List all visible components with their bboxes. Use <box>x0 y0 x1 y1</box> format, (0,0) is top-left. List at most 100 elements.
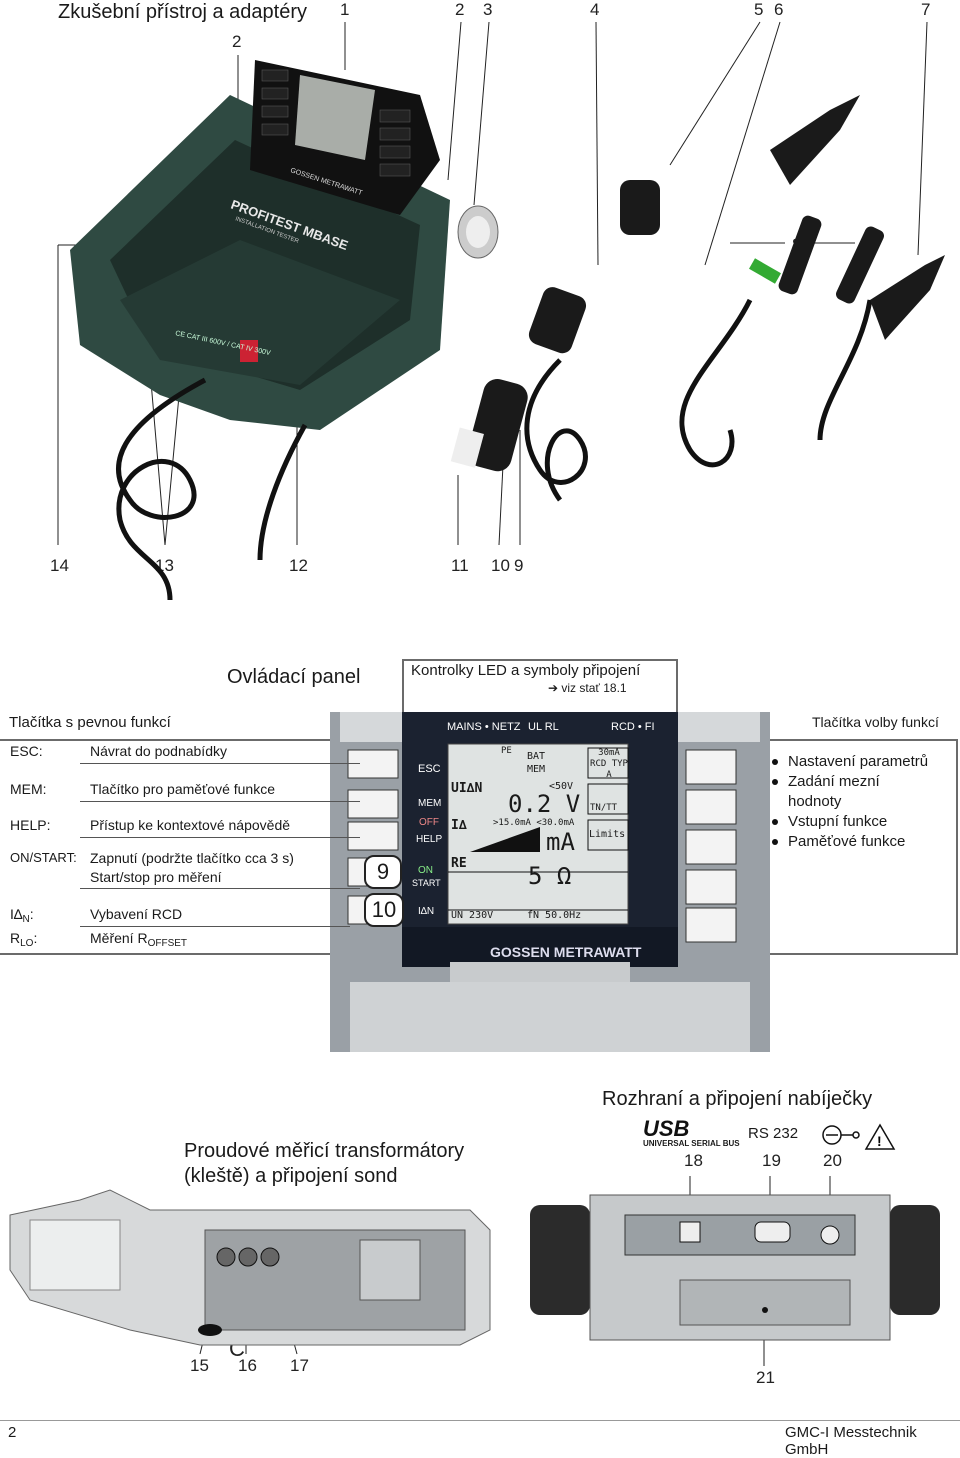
leader-help <box>80 837 360 838</box>
panel-help-label: HELP <box>416 834 443 845</box>
control-panel-heading: Ovládací panel <box>227 666 361 688</box>
legend-rcd-key-sub: N <box>22 914 30 925</box>
callout-17: 17 <box>290 1356 309 1375</box>
callout-6: 6 <box>774 0 784 19</box>
callout-4: 4 <box>590 0 600 19</box>
lcd-tn-tt: TN/TT <box>590 803 618 813</box>
charger-symbol-icon: ! <box>822 1123 896 1150</box>
lcd-bat: BAT <box>527 751 546 762</box>
legend-esc-key: ESC: <box>10 743 43 759</box>
usb-logo: USB <box>643 1116 690 1141</box>
lcd-ui-n: UI∆N <box>451 781 483 796</box>
lcd-i-delta: I∆ <box>451 818 467 833</box>
badge-9-text: 9 <box>376 859 390 884</box>
badge-10-text: 10 <box>371 897 397 922</box>
legend-rcd-key: I∆N: <box>10 906 34 925</box>
legend-mem-desc: Tlačítko pro paměťové funkce <box>90 781 276 797</box>
fixed-keys-heading: Tlačítka s pevnou funkcí <box>9 714 171 731</box>
callout-18: 18 <box>684 1151 703 1170</box>
function-keys-heading: Tlačítka volby funkcí <box>812 714 939 730</box>
callout-2b: 2 <box>232 32 242 51</box>
lcd-lt50v: <50V <box>549 781 574 792</box>
callout-14: 14 <box>50 556 69 575</box>
panel-off-label: OFF <box>419 817 439 828</box>
control-panel-illustration <box>330 712 770 1052</box>
legend-rlo-desc-main: Měření R <box>90 930 148 946</box>
lcd-volt-value: 0.2 V <box>508 790 581 818</box>
legend-rlo-desc: Měření ROFFSET <box>90 930 187 949</box>
legend-rlo-key-sub: LO <box>20 938 34 949</box>
lcd-range-ma: >15.0mA <30.0mA <box>493 818 575 828</box>
bottom-illustrations <box>9 1176 940 1366</box>
callout-19: 19 <box>762 1151 781 1170</box>
led-box-title: Kontrolky LED a symboly připojení <box>411 662 641 679</box>
callout-21: 21 <box>756 1368 775 1387</box>
callout-15: 15 <box>190 1356 209 1375</box>
function-key-item: Vstupní funkce <box>770 812 950 832</box>
panel-mem-label: MEM <box>418 798 442 809</box>
leader-on-start <box>80 888 360 889</box>
callout-9: 9 <box>514 556 524 575</box>
footer-company: GMC-I Messtechnik GmbH <box>785 1424 917 1458</box>
panel-esc-label: ESC <box>418 763 441 775</box>
leader-esc <box>80 763 360 764</box>
legend-rlo-key-main: R <box>10 930 21 946</box>
interface-title: Rozhraní a připojení nabíječky <box>602 1088 873 1110</box>
callout-11: 11 <box>451 556 469 575</box>
footer-divider <box>0 1420 960 1421</box>
legend-help-key: HELP: <box>10 817 51 833</box>
callout-3: 3 <box>483 0 493 19</box>
clamp-title-line1: Proudové měřicí transformátory <box>184 1140 465 1162</box>
callout-1: 1 <box>340 0 350 19</box>
legend-rlo-key: RLO: <box>10 930 38 949</box>
lcd-un: UN 230V <box>451 910 494 921</box>
legend-rcd-desc: Vybavení RCD <box>90 906 183 922</box>
badge-9: 9 <box>364 855 402 889</box>
lcd-pe: PE <box>501 746 512 756</box>
lcd-ma: mA <box>546 828 575 856</box>
panel-mains-label: MAINS • NETZ <box>447 721 521 733</box>
panel-rcd-fi-label: RCD • FI <box>611 721 655 733</box>
lcd-ohm-value: 5 Ω <box>528 862 572 890</box>
callout-16: 16 <box>238 1356 257 1375</box>
leader-rlo <box>80 926 350 927</box>
tester-illustration: CE CAT III 600V / CAT IV 300V PROFITEST … <box>57 21 945 601</box>
legend-help-desc: Přístup ke kontextové nápovědě <box>90 817 291 833</box>
svg-text:!: ! <box>877 1133 882 1149</box>
clamp-title-line2: (kleště) a připojení sond <box>184 1165 398 1187</box>
callout-12: 12 <box>289 556 308 575</box>
panel-start-label: START <box>412 878 441 888</box>
function-key-item: Paměťové funkce <box>770 832 950 852</box>
legend-on-start-desc2: Start/stop pro měření <box>90 869 222 885</box>
legend-rcd-key-main: I∆ <box>10 906 23 922</box>
legend-on-start-key: ON/START: <box>10 850 77 865</box>
panel-on-label: ON <box>418 865 433 876</box>
callout-2: 2 <box>455 0 465 19</box>
callout-7: 7 <box>921 0 931 19</box>
legend-esc-desc: Návrat do podnabídky <box>90 743 227 759</box>
callout-10: 10 <box>491 556 510 575</box>
badge-10: 10 <box>364 893 404 927</box>
led-box-ref: ➔ viz stať 18.1 <box>548 681 627 695</box>
lcd-fn: fN 50.0Hz <box>527 910 582 921</box>
footer-page-number: 2 <box>8 1424 17 1441</box>
lcd-re: RE <box>451 856 467 871</box>
panel-brand-label: GOSSEN METRAWATT <box>490 944 642 960</box>
lcd-rcd-box: 30mA RCD TYP A <box>590 748 628 780</box>
function-keys-list: Nastavení parametrů Zadání mezní hodnoty… <box>770 752 950 852</box>
rs232-label: RS 232 <box>748 1125 799 1142</box>
lcd-limits: Limits <box>589 829 626 840</box>
callout-20: 20 <box>823 1151 842 1170</box>
panel-idn-label: I∆N <box>418 906 435 917</box>
legend-rlo-desc-sub: OFFSET <box>147 938 188 949</box>
top-section-title: Zkušební přístroj a adaptéry <box>58 1 308 23</box>
function-key-item: Nastavení parametrů <box>770 752 950 772</box>
legend-mem-key: MEM: <box>10 781 47 797</box>
lcd-mem: MEM <box>527 764 546 775</box>
legend-on-start-desc: Zapnutí (podržte tlačítko cca 3 s) <box>90 850 294 866</box>
function-key-item: Zadání mezní hodnoty <box>770 772 908 812</box>
panel-ul-rl-label: UL RL <box>528 721 559 733</box>
usb-sub: UNIVERSAL SERIAL BUS <box>643 1139 740 1148</box>
callout-5: 5 <box>754 0 764 19</box>
leader-mem <box>80 801 360 802</box>
